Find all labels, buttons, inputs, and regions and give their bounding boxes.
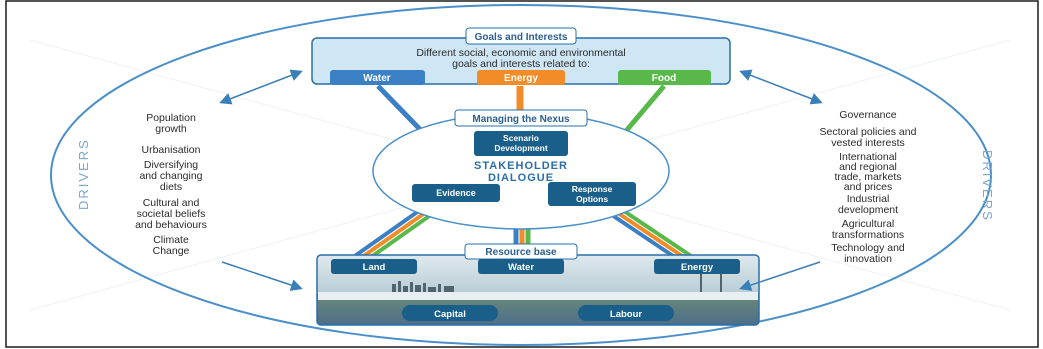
drivers-label-right: DRIVERS [980,150,995,222]
response-line2: Options [576,194,608,204]
river-band [318,292,758,300]
arrow-left-top [219,69,303,105]
driver-arrows [219,69,823,291]
resource-land-label: Land [363,262,386,273]
resource-capital-label: Capital [434,309,466,320]
resource-water-box [478,259,564,274]
goals-title-tab [465,27,577,45]
resource-labour-box [578,305,674,321]
goal-food-box [618,70,711,85]
goals-description-line1: Different social, economic and environme… [416,47,625,59]
evidence-box [412,184,500,202]
stakeholder-line1: STAKEHOLDER [474,160,568,172]
page-border [5,0,1039,348]
nexus-title: Managing the Nexus [472,114,570,125]
scenario-line1: Scenario [503,133,539,143]
scenario-development-box [474,131,568,156]
response-options-box [548,182,636,206]
resource-land-box [331,259,417,274]
stakeholder-line2: DIALOGUE [488,172,554,184]
goal-water-label: Water [363,73,391,84]
city-skyline-image [392,270,722,292]
scenario-line2: Development [494,143,548,153]
resource-title: Resource base [485,247,557,258]
goals-title: Goals and Interests [475,32,568,43]
drivers-label-left: DRIVERS [76,138,91,210]
outer-ellipse [50,4,992,346]
resource-capital-box [402,305,498,321]
goals-description-line2: goals and interests related to: [452,58,590,70]
goal-energy-label: Energy [504,73,538,84]
resource-labour-label: Labour [610,309,642,320]
arrow-right-top [739,69,823,105]
right-driver-governance: Governance [839,109,896,121]
nexus-title-tab [454,109,588,127]
resource-energy-box [654,259,740,274]
goal-energy-box [477,70,565,85]
arrow-left-bottom [221,261,303,291]
resource-energy-label: Energy [681,262,714,273]
arrow-right-bottom [739,261,821,291]
goal-water-box [330,70,425,85]
goal-food-label: Food [652,73,676,84]
resource-water-label: Water [508,262,534,273]
evidence-label: Evidence [436,188,476,198]
left-driver-urbanisation: Urbanisation [142,144,201,156]
response-line1: Response [572,184,613,194]
